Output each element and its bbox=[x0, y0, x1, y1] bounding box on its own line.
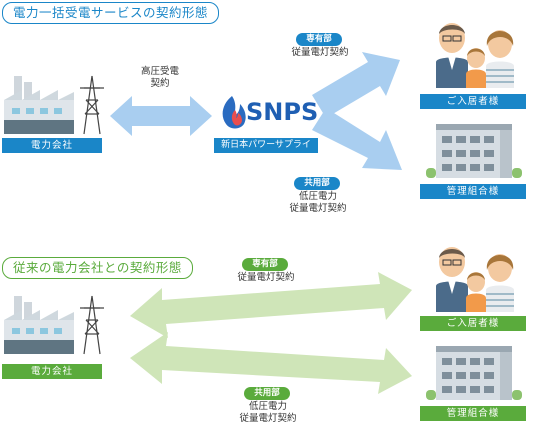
power-company-label-2: 電力会社 bbox=[2, 364, 102, 379]
high-voltage-contract-text: 高圧受電 契約 bbox=[140, 66, 179, 89]
building-icon-1 bbox=[426, 124, 522, 178]
factory-icon-2 bbox=[4, 295, 104, 355]
common-contract-text-2: 低圧電力 従量電灯契約 bbox=[239, 401, 297, 424]
management-label-2: 管理組合様 bbox=[420, 406, 526, 421]
provider-name-label: 新日本パワーサプライ bbox=[214, 138, 318, 153]
private-area-badge-1: 専有部 bbox=[296, 33, 342, 46]
common-area-badge-2: 共用部 bbox=[244, 387, 290, 400]
residents-label-2: ご入居者様 bbox=[420, 316, 526, 331]
arrow-snps-to-management bbox=[312, 108, 402, 170]
section2-title: 従来の電力会社との契約形態 bbox=[2, 257, 193, 279]
arrow2-power-to-management bbox=[130, 332, 412, 394]
power-company-label-1: 電力会社 bbox=[2, 138, 102, 153]
arrow-power-to-snps bbox=[110, 96, 212, 136]
arrow-snps-to-residents bbox=[312, 52, 400, 118]
section1-title: 電力一括受電サービスの契約形態 bbox=[2, 2, 220, 24]
snps-logo-icon bbox=[222, 96, 246, 129]
factory-icon-1 bbox=[4, 75, 104, 135]
private-area-badge-2: 専有部 bbox=[242, 258, 288, 271]
common-contract-text-1: 低圧電力 従量電灯契約 bbox=[289, 191, 347, 214]
arrow2-power-to-residents bbox=[130, 272, 412, 338]
building-icon-2 bbox=[426, 346, 522, 400]
management-label-1: 管理組合様 bbox=[420, 184, 526, 199]
private-contract-text-1: 従量電灯契約 bbox=[291, 47, 349, 58]
common-area-badge-1: 共用部 bbox=[294, 177, 340, 190]
snps-logo-text: SNPS bbox=[246, 98, 319, 126]
family-icon-1 bbox=[436, 23, 514, 88]
residents-label-1: ご入居者様 bbox=[420, 94, 526, 109]
private-contract-text-2: 従量電灯契約 bbox=[237, 272, 295, 283]
family-icon-2 bbox=[436, 247, 514, 312]
